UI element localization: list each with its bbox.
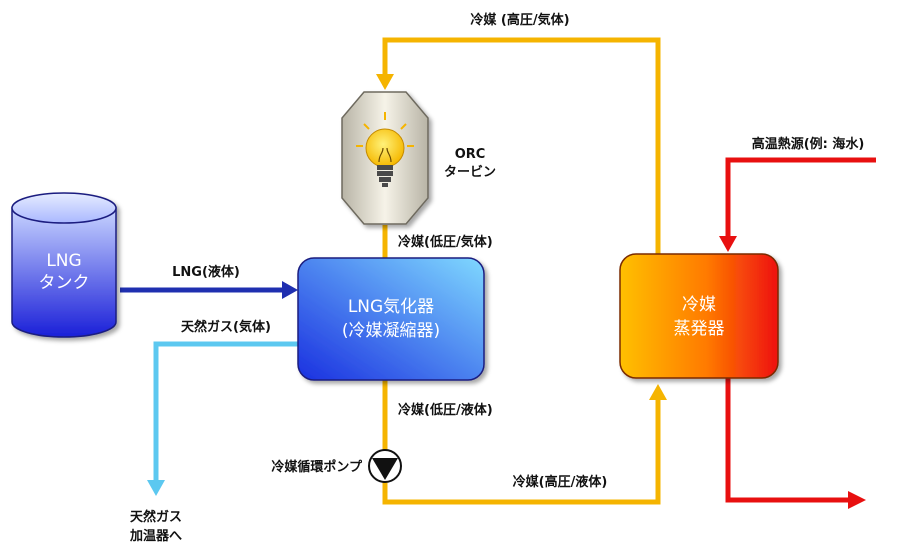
light-bulb-icon [356, 112, 414, 187]
refrigerant-high-liquid-arrow [649, 384, 667, 400]
refrigerant-high-liquid-line [382, 395, 661, 505]
natural-gas-line-group [147, 341, 298, 496]
evaporator-label-line1: 冷媒 [682, 295, 716, 315]
heat-in-line [725, 157, 876, 238]
vaporizer-label-line1: LNG気化器 [348, 297, 434, 317]
tank-label-line2: タンク [39, 273, 90, 293]
label-to-heater-line2: 加温器へ [129, 529, 182, 544]
heat-out-arrow [848, 491, 866, 509]
label-refrigerant-low-gas: 冷媒(低圧/気体) [398, 234, 493, 250]
pump-icon [368, 449, 402, 483]
heat-out-line [725, 378, 850, 503]
vaporizer-label-line2: (冷媒凝縮器) [342, 321, 440, 341]
tank-label-line1: LNG [46, 251, 81, 271]
label-heat-source: 高温熱源(例: 海水) [752, 136, 865, 152]
label-refrigerant-high-liquid: 冷媒(高圧/液体) [513, 474, 608, 490]
refrigerant-high-gas-arrow [376, 74, 394, 90]
natural-gas-line [153, 341, 298, 482]
label-natural-gas-gas: 天然ガス(気体) [181, 319, 271, 335]
lng-line-group [120, 281, 298, 299]
label-orc-line2: タービン [444, 164, 496, 180]
natural-gas-arrow [147, 480, 165, 496]
label-lng-liquid: LNG(液体) [172, 264, 240, 280]
lng-liquid-arrow [282, 281, 298, 299]
label-orc-line1: ORC [455, 147, 486, 162]
lng-vaporizer-box [297, 257, 485, 381]
heat-line-group [719, 157, 876, 509]
refrigerant-high-gas-line [382, 37, 661, 254]
label-pump: 冷媒循環ポンプ [271, 459, 363, 475]
label-to-heater-line1: 天然ガス [130, 509, 182, 525]
label-refrigerant-low-liquid: 冷媒(低圧/液体) [398, 402, 493, 418]
heat-in-arrow [719, 236, 737, 252]
evaporator-label-line2: 蒸発器 [674, 319, 725, 339]
refrigerant-loop [376, 37, 667, 505]
lng-tank [11, 192, 117, 338]
label-refrigerant-high-gas: 冷媒 (高圧/気体) [470, 12, 569, 28]
refrigerant-evaporator-box [619, 253, 779, 379]
